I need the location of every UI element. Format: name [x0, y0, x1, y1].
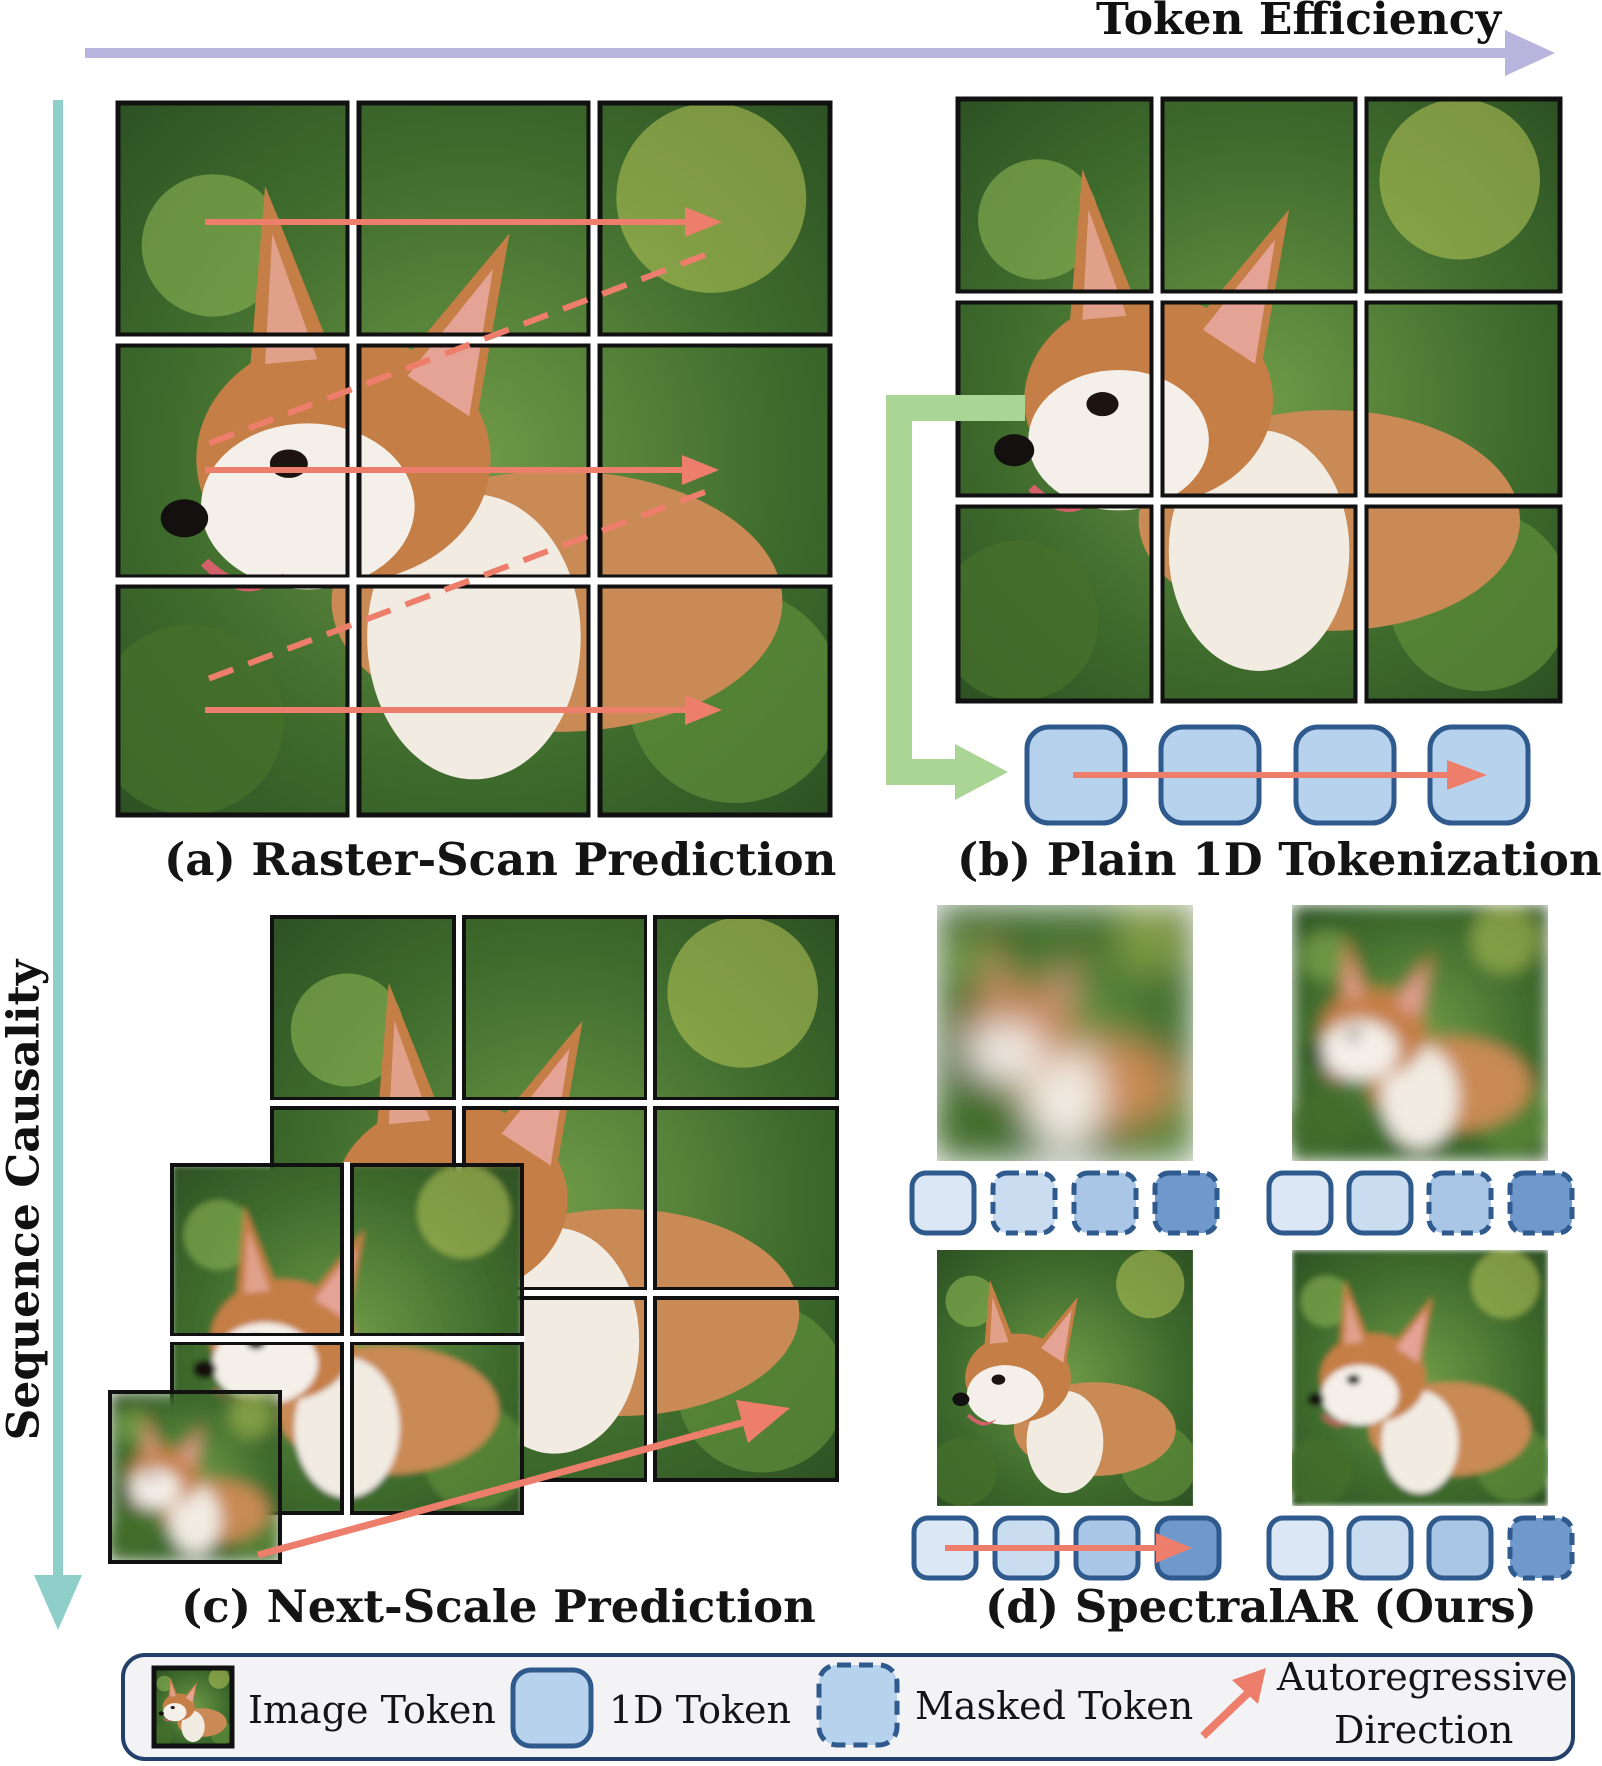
- legend-autoregressive-label-line2: Direction: [1334, 1708, 1514, 1752]
- panel-d-image-4: [1292, 1250, 1548, 1506]
- panel-b-caption: (b) Plain 1D Tokenization: [957, 833, 1602, 886]
- panel-c-scale-arrow: [257, 1400, 790, 1559]
- panel-c-caption: (c) Next-Scale Prediction: [181, 1580, 816, 1633]
- panel-a-grid: [115, 100, 833, 818]
- panel-d-caption: (d) SpectralAR (Ours): [985, 1580, 1537, 1633]
- panel-c-small-grid: [108, 1390, 282, 1564]
- panel-d-tokens-row-1-left: [909, 1170, 1220, 1236]
- sequence-causality-arrow: [34, 100, 82, 1630]
- panel-b-1d-tokens: [1024, 724, 1531, 826]
- panel-d-image-1: [937, 905, 1193, 1161]
- panel-c-mid-grid: [169, 1162, 525, 1516]
- legend-masked-token-swatch: [816, 1662, 900, 1748]
- panel-d-tokens-row-2-left: [911, 1515, 1222, 1581]
- token-efficiency-label: Token Efficiency: [1096, 0, 1502, 45]
- legend-1d-token-label: 1D Token: [609, 1688, 791, 1732]
- legend-masked-token-label: Masked Token: [915, 1684, 1194, 1728]
- panel-d-image-2: [1292, 905, 1548, 1161]
- panel-d-tokens-row-1-right: [1266, 1170, 1575, 1236]
- panel-d-tokens-row-2-right: [1266, 1515, 1575, 1581]
- legend-autoregressive-arrow: [1200, 1668, 1266, 1739]
- panel-d-image-3: [937, 1250, 1193, 1506]
- legend-image-token-label: Image Token: [248, 1688, 496, 1732]
- legend-image-token-swatch: [151, 1665, 235, 1749]
- panel-b-flow-arrow: [886, 395, 1025, 800]
- token-efficiency-arrow: [85, 30, 1555, 76]
- panel-a-raster-arrows: [203, 207, 722, 725]
- panel-b-grid: [955, 96, 1563, 704]
- legend-1d-token-swatch: [510, 1667, 594, 1749]
- legend-autoregressive-label-line1: Autoregressive: [1277, 1655, 1568, 1699]
- panel-a-caption: (a) Raster-Scan Prediction: [164, 833, 837, 886]
- sequence-causality-label: Sequence Causality: [0, 959, 50, 1441]
